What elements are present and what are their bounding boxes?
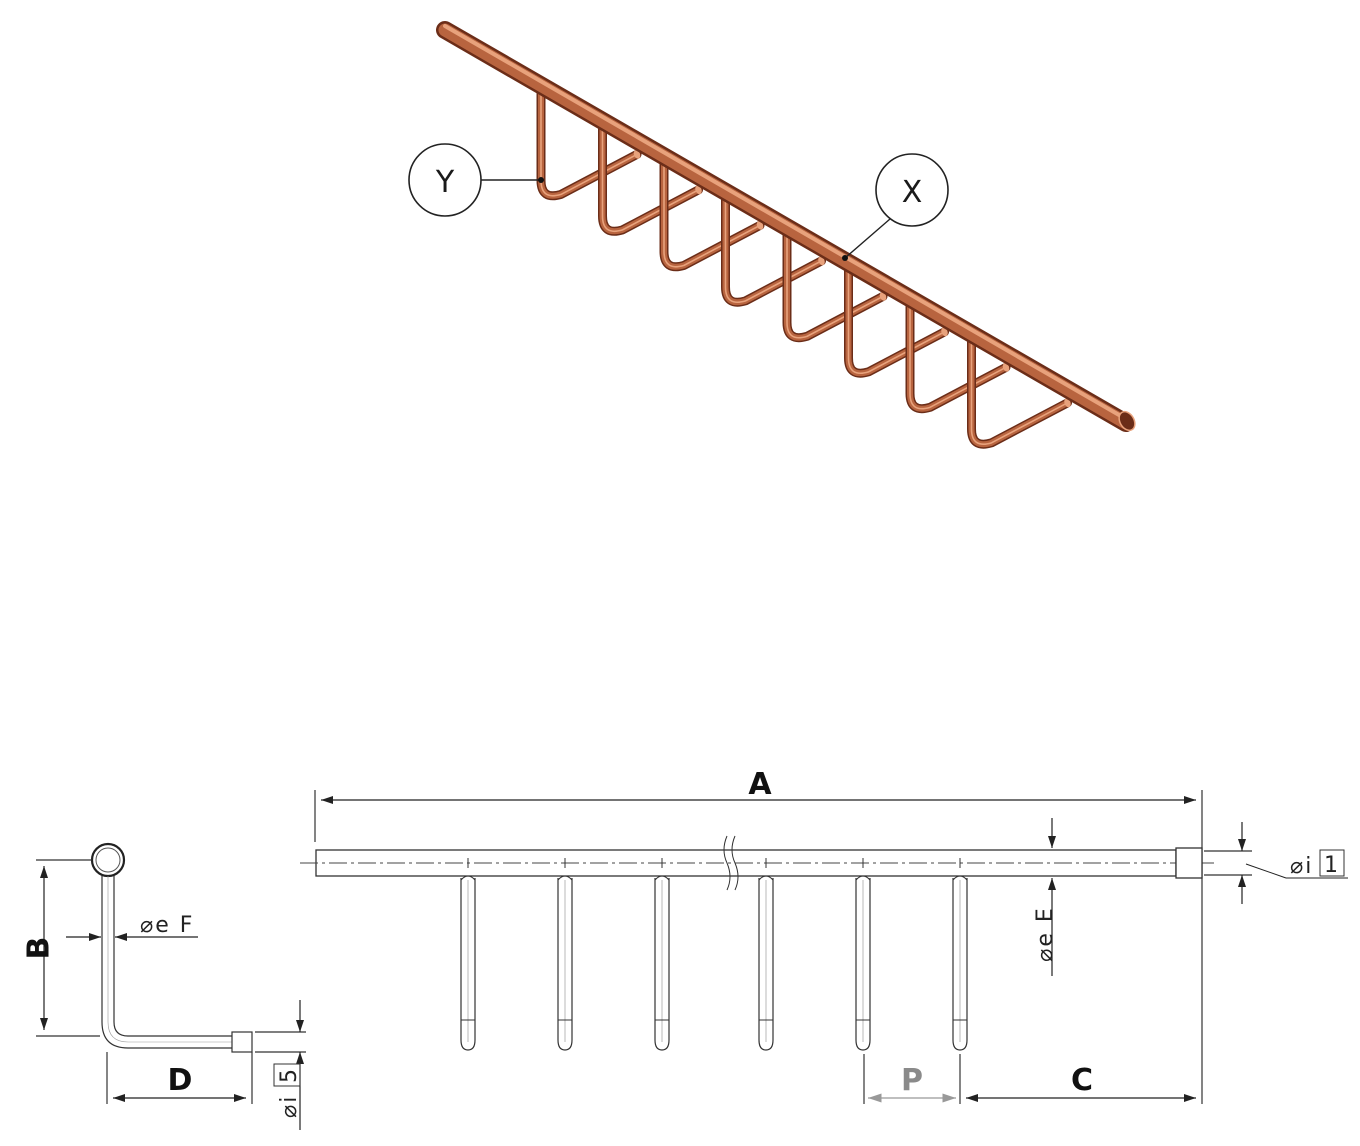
dim-c-label: C — [1071, 1063, 1093, 1098]
iso-branch-end — [1002, 363, 1010, 372]
dim-b-label: B — [22, 937, 57, 960]
callout-x: X — [842, 153, 949, 261]
iso-branch-tube — [909, 297, 1007, 410]
front-branch-tube — [952, 858, 968, 1051]
front-branch-tube — [758, 858, 774, 1051]
iso-branch-tube — [847, 262, 946, 375]
branch-tubes-y — [536, 80, 1072, 449]
dim-p-label: P — [901, 1063, 923, 1098]
iso-branch-tube — [724, 191, 823, 304]
dim-oi5-label: ⌀i — [277, 1095, 302, 1118]
iso-branch-tube — [601, 120, 700, 233]
iso-branch-end — [879, 292, 887, 301]
iso-branch-end — [818, 256, 825, 266]
iso-branch-end — [756, 221, 764, 230]
isometric-view: Y X — [408, 21, 1136, 449]
callout-x-label: X — [902, 175, 923, 210]
iso-branch-end — [1064, 398, 1071, 408]
dim-oi1-box: 1 — [1324, 853, 1340, 878]
dim-oi1-label: ⌀i — [1290, 854, 1313, 879]
front-view: A ⌀e E ⌀i 1 P C — [300, 767, 1348, 1104]
iso-branch-tube — [786, 226, 884, 339]
front-branch-tube — [654, 858, 670, 1051]
dim-oi5-box: 5 — [277, 1067, 302, 1083]
front-branch-tubes — [460, 858, 968, 1051]
front-branch-tube — [557, 858, 573, 1051]
callout-y-label: Y — [435, 165, 455, 200]
iso-branch-tube — [970, 333, 1069, 446]
dim-oef-label: ⌀e F — [140, 913, 194, 938]
front-branch-tube — [460, 858, 476, 1051]
iso-branch-end — [941, 327, 948, 337]
header-tube-x — [436, 21, 1136, 432]
dim-oee-label: ⌀e E — [1033, 906, 1058, 962]
callout-y: Y — [408, 143, 544, 217]
dim-a-label: A — [748, 767, 772, 802]
iso-branch-end — [695, 185, 702, 195]
dim-d-label: D — [168, 1063, 193, 1098]
side-view: B ⌀e F D ⌀i 5 — [22, 842, 306, 1130]
iso-branch-end — [633, 150, 641, 159]
front-branch-tube — [855, 858, 871, 1051]
iso-branch-tube — [663, 155, 761, 268]
